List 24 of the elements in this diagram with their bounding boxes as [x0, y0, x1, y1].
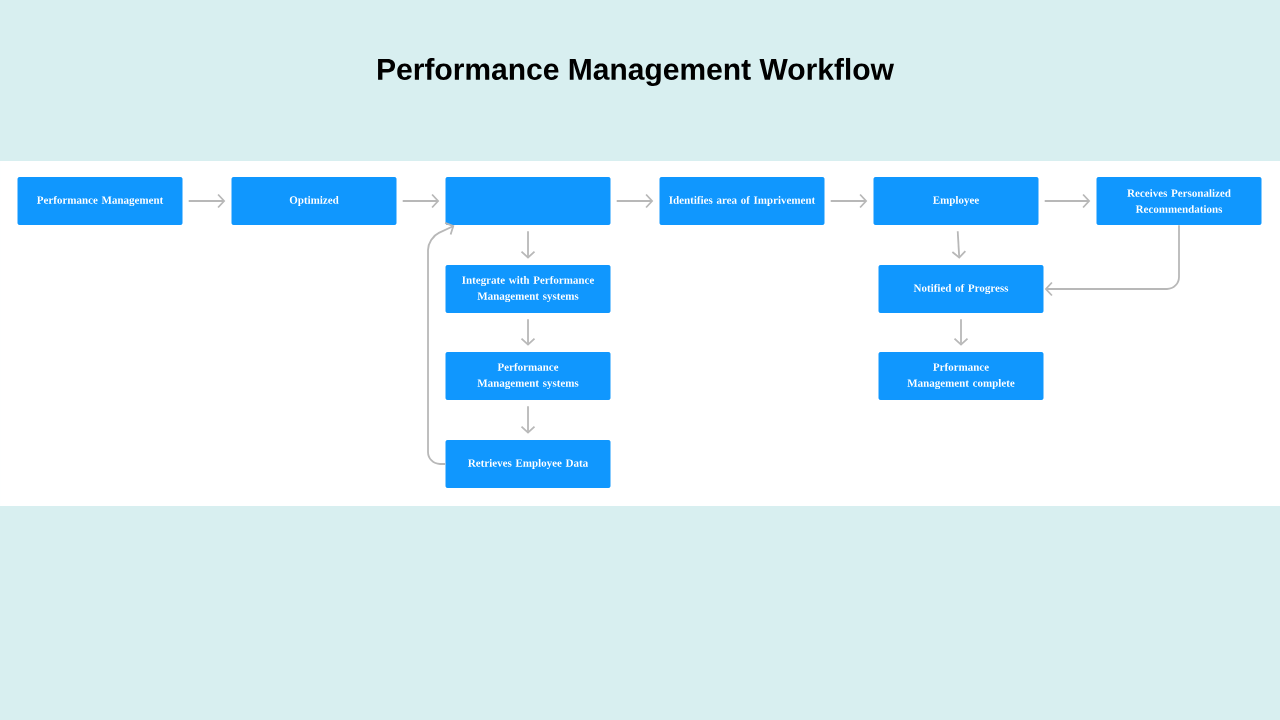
arrow [520, 230, 536, 259]
process-box: Prformance Management complete [878, 352, 1044, 400]
title: Performance Management Workflow [378, 57, 894, 87]
process-box: Performance Management [17, 177, 183, 225]
arrow [1044, 224, 1180, 297]
process-box: Retrieves Employee Data [445, 440, 611, 488]
process-box [445, 177, 611, 225]
arrow [520, 318, 536, 346]
arrow [401, 193, 440, 209]
process-box: Integrate with Performance Management systems [445, 265, 611, 313]
arrow [187, 193, 226, 209]
arrow [951, 230, 967, 259]
process-box: Notified of Progress [878, 265, 1044, 313]
arrow [427, 221, 455, 465]
process-box: Performance Management systems [445, 352, 611, 400]
process-box: Optimized [231, 177, 397, 225]
process-box: Employee [873, 177, 1039, 225]
arrow [520, 405, 536, 434]
arrow [615, 193, 654, 209]
arrow [829, 193, 868, 209]
arrow [1043, 193, 1091, 209]
arrow [953, 318, 969, 346]
process-box: Identifies area of Imprivement [659, 177, 825, 225]
process-box: Receives Personalized Recommendations [1096, 177, 1262, 225]
